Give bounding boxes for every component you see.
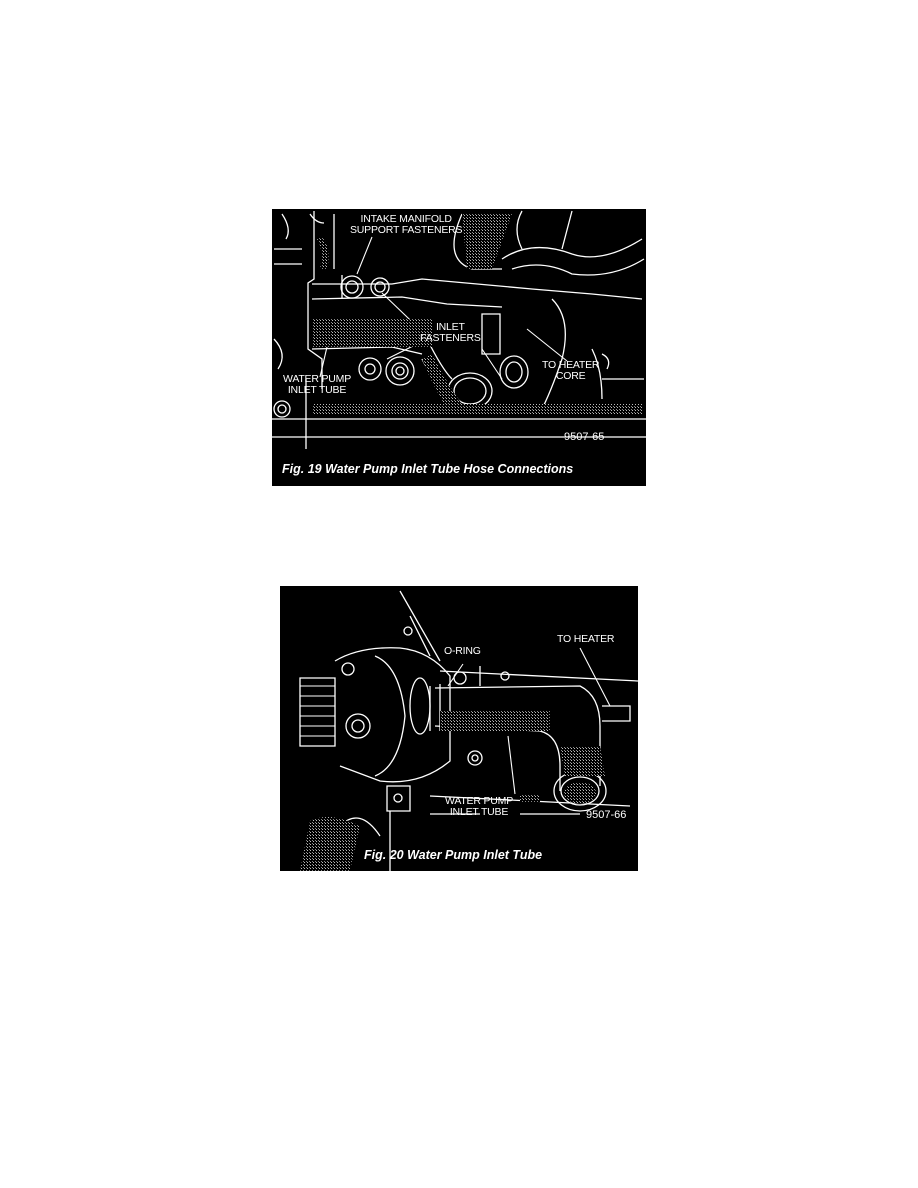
engine-illustration (272, 210, 646, 449)
figure-id: 9507-66 (586, 809, 627, 821)
label-to-heater: TO HEATER (557, 633, 615, 645)
label-o-ring: O-RING (444, 645, 481, 657)
figure-caption: Fig. 20 Water Pump Inlet Tube (364, 848, 543, 862)
figure-20-water-pump-inlet-tube: O-RING TO HEATER WATER PUMP INLET TUBE 9… (280, 586, 638, 871)
figure-id: 9507-65 (564, 431, 605, 443)
label-to-heater-core: TO HEATER CORE (542, 359, 600, 382)
figure-caption: Fig. 19 Water Pump Inlet Tube Hose Conne… (282, 462, 574, 476)
label-inlet-fasteners: INLET FASTENERS (420, 321, 481, 344)
label-water-pump-inlet-tube: WATER PUMP INLET TUBE (283, 373, 351, 396)
label-intake-manifold-support-fasteners: INTAKE MANIFOLD SUPPORT FASTENERS (350, 213, 463, 236)
figure-19-water-pump-inlet-tube-hose-connections: INTAKE MANIFOLD SUPPORT FASTENERS INLET … (272, 209, 646, 486)
water-pump-illustration (299, 590, 638, 871)
label-water-pump-inlet-tube: WATER PUMP INLET TUBE (445, 795, 513, 818)
